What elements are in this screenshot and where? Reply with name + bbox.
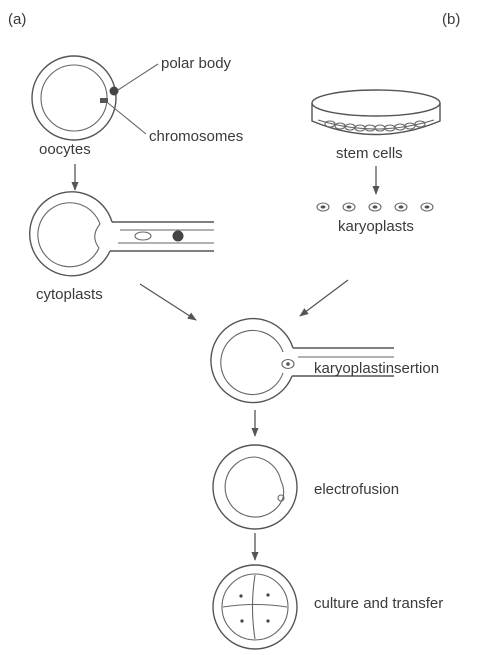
- micropipette: [110, 222, 214, 251]
- arrow-cytoplasts-to-insertion: [140, 284, 196, 320]
- karyoplast-insertion-label: karyoplastinsertion: [314, 360, 439, 377]
- cytoplast-cell: [30, 192, 112, 276]
- culture-transfer-label: culture and transfer: [314, 595, 443, 612]
- panel-label-a: (a): [8, 11, 26, 28]
- arrow-karyoplasts-to-insertion: [300, 280, 348, 316]
- karyoplasts-label: karyoplasts: [338, 218, 414, 235]
- cytoplasts-label: cytoplasts: [36, 286, 103, 303]
- four-cell-embryo: [213, 565, 297, 649]
- polar-body-mark: [110, 87, 119, 96]
- oocyte-cell: [32, 56, 119, 140]
- electrofusion-label: electrofusion: [314, 481, 399, 498]
- chromosomes-pointer: [108, 103, 146, 134]
- oocytes-label: oocytes: [39, 141, 91, 158]
- chromosomes-mark: [100, 98, 108, 103]
- polar-body-pointer: [118, 64, 158, 90]
- karyoplast-cells: [317, 203, 433, 211]
- panel-label-b: (b): [442, 11, 460, 28]
- electrofusion-cell: [213, 445, 297, 529]
- polar-body-label: polar body: [161, 55, 232, 72]
- stem-cells-label: stem cells: [336, 145, 403, 162]
- culture-dish: [312, 90, 440, 135]
- removed-nucleus-mark: [135, 232, 151, 240]
- removed-polar-body-mark: [173, 231, 184, 242]
- chromosomes-label: chromosomes: [149, 128, 243, 145]
